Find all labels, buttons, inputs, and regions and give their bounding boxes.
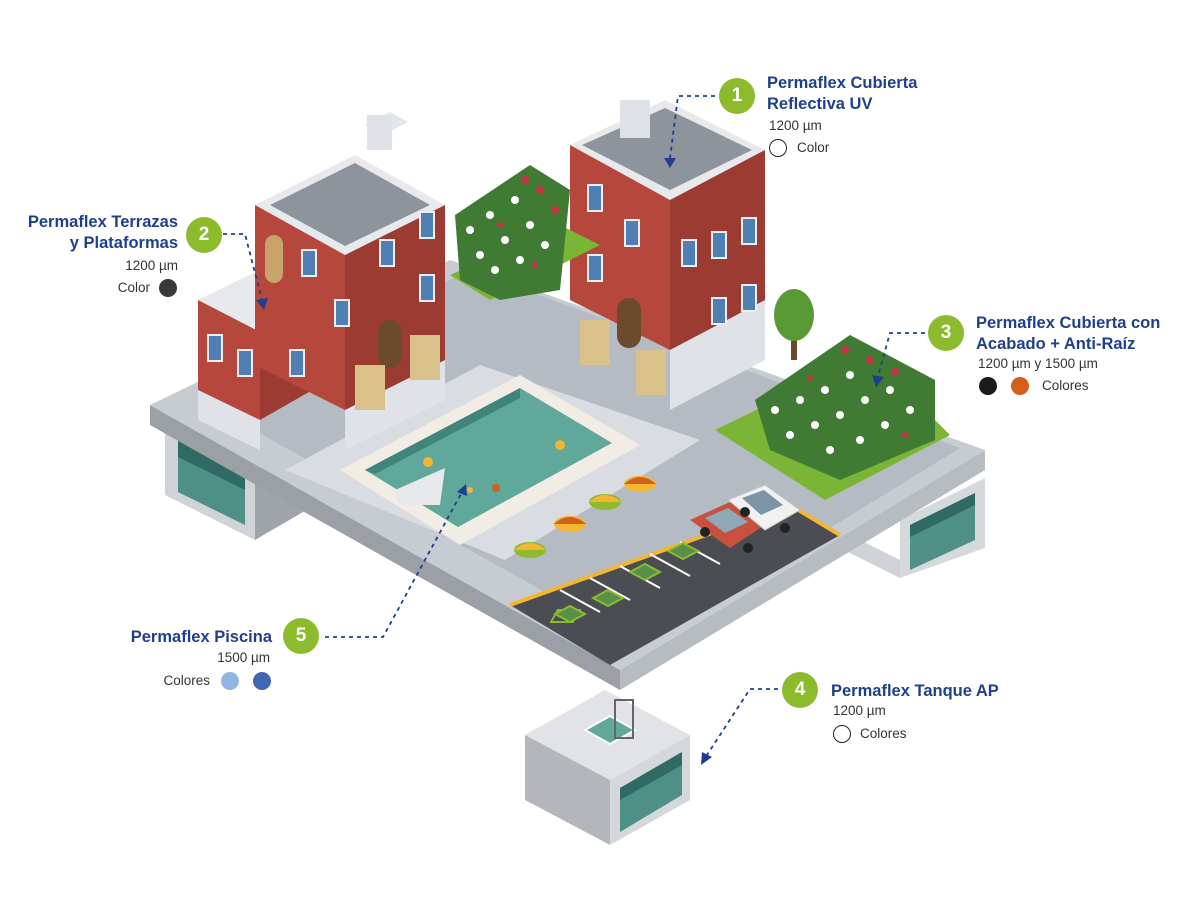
left-building bbox=[198, 112, 445, 450]
callout-5-thickness: 1500 µm bbox=[217, 650, 270, 665]
callout-5-badge: 5 bbox=[283, 618, 319, 654]
callout-1-color-swatch-white bbox=[769, 139, 787, 157]
callout-2-color-label: Color bbox=[117, 280, 150, 295]
back-garden bbox=[450, 165, 600, 300]
callout-4-color-swatch-white bbox=[833, 725, 851, 743]
callout-1-title-line1: Permaflex Cubierta bbox=[767, 74, 918, 92]
callout-5-title: Permaflex Piscina bbox=[130, 628, 272, 646]
arrow-head-4 bbox=[701, 752, 712, 765]
callout-2-color-swatch-dark bbox=[159, 279, 177, 297]
callout-3-badge: 3 bbox=[928, 315, 964, 351]
right-building bbox=[570, 100, 765, 410]
tree bbox=[774, 289, 814, 360]
callout-3-title-line2: Acabado + Anti-Raíz bbox=[976, 335, 1136, 353]
callout-1-thickness: 1200 µm bbox=[769, 118, 822, 133]
leader-line-4 bbox=[704, 688, 778, 759]
umbrella bbox=[624, 476, 656, 492]
arrow-head-5 bbox=[457, 484, 467, 496]
arrow-head-3 bbox=[872, 375, 884, 387]
callout-4-color-label: Colores bbox=[860, 726, 907, 741]
callout-3-color-swatch-orange bbox=[1011, 377, 1029, 395]
callout-3-title-line1: Permaflex Cubierta con bbox=[976, 314, 1161, 332]
callout-2-title-line1: Permaflex Terrazas bbox=[27, 213, 178, 231]
arrow-head-2 bbox=[256, 298, 268, 310]
umbrella bbox=[514, 542, 546, 558]
leader-line-2 bbox=[223, 233, 263, 301]
callout-1-badge: 1 bbox=[719, 78, 755, 114]
callout-2-title-line2: y Plataformas bbox=[69, 234, 178, 252]
callout-2-thickness: 1200 µm bbox=[125, 258, 178, 273]
parking-lot bbox=[509, 484, 842, 665]
callout-5-color-swatch-light-blue bbox=[221, 672, 239, 690]
callout-4-thickness: 1200 µm bbox=[833, 703, 886, 718]
umbrella bbox=[589, 494, 621, 510]
callout-3-thickness: 1200 µm y 1500 µm bbox=[978, 356, 1098, 371]
callout-5-color-label: Colores bbox=[163, 673, 210, 688]
callout-1-color-label: Color bbox=[797, 140, 830, 155]
leader-lines bbox=[223, 95, 925, 759]
callout-5-color-swatch-dark-blue bbox=[253, 672, 271, 690]
callout-2-badge: 2 bbox=[186, 217, 222, 253]
callout-4-title: Permaflex Tanque AP bbox=[831, 682, 999, 700]
leader-line-5 bbox=[325, 491, 463, 638]
callout-3-color-label: Colores bbox=[1042, 378, 1089, 393]
leader-line-3 bbox=[877, 332, 925, 377]
swimming-pool bbox=[340, 375, 656, 558]
callout-4-badge: 4 bbox=[782, 672, 818, 708]
right-garden bbox=[715, 289, 950, 500]
callout-3-color-swatch-black bbox=[979, 377, 997, 395]
callout-1-title-line2: Reflectiva UV bbox=[767, 95, 873, 113]
tank-ap bbox=[525, 690, 690, 845]
white-car bbox=[727, 484, 801, 533]
arrow-head-1 bbox=[664, 158, 676, 168]
umbrella bbox=[554, 516, 586, 532]
